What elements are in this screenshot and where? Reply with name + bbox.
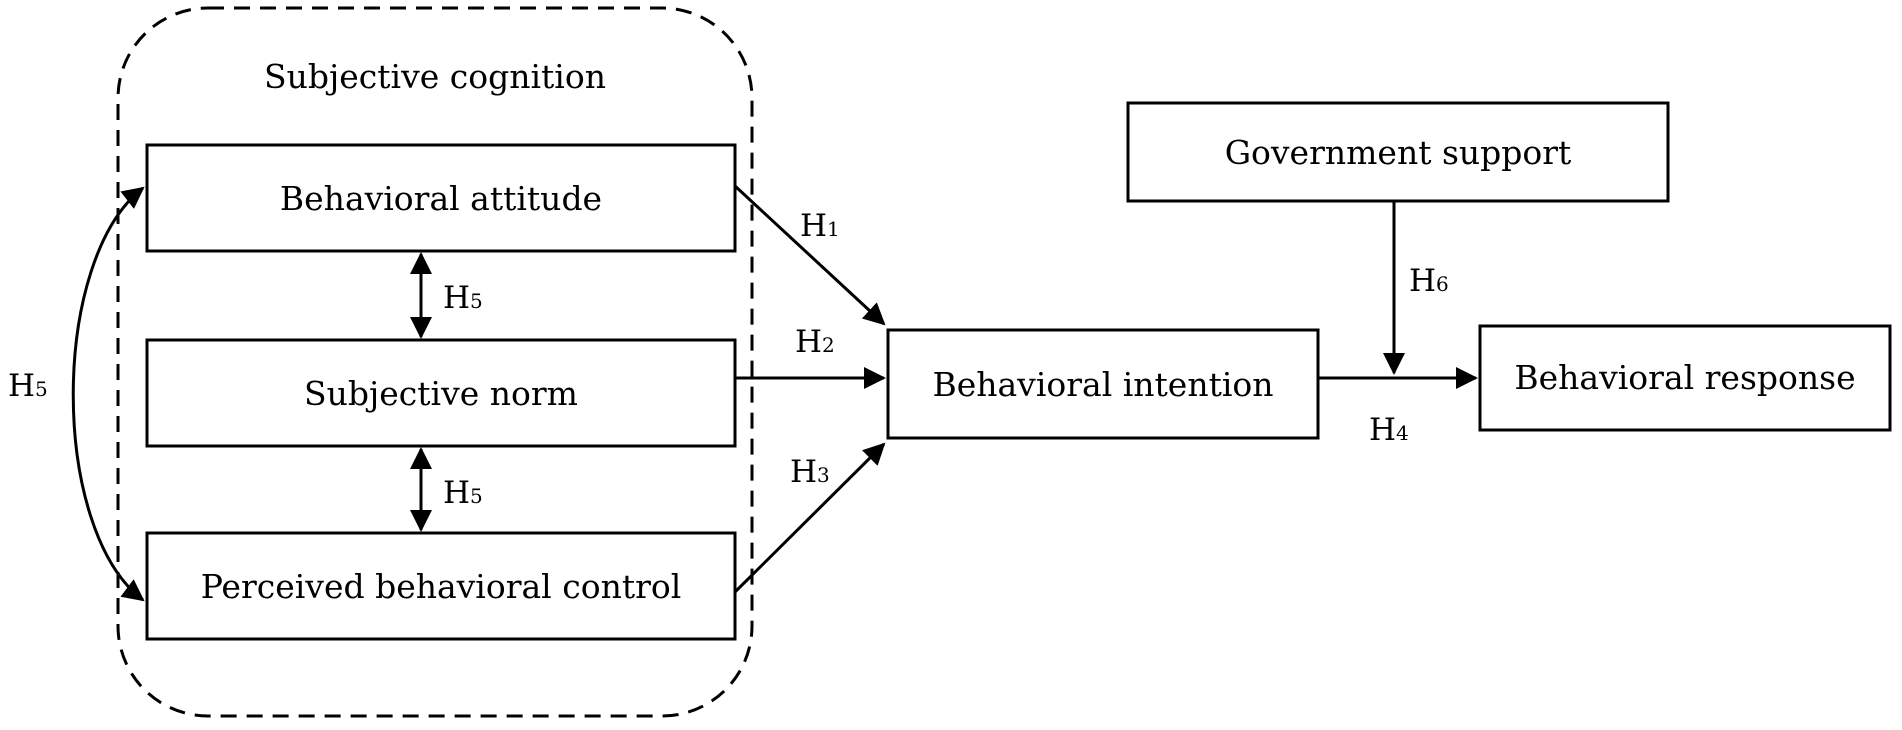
subjective-norm-box <box>145 338 737 448</box>
government-support-label: Government support <box>1225 133 1572 172</box>
subjective-norm-label: Subjective norm <box>304 374 578 413</box>
label-h6: H6 <box>1409 263 1449 299</box>
perceived-behavioral-control-label: Perceived behavioral control <box>201 567 682 606</box>
perceived-behavioral-control-box <box>145 531 737 641</box>
behavioral-response-label: Behavioral response <box>1514 358 1855 397</box>
label-h3: H3 <box>790 454 830 490</box>
behavioral-intention-box <box>886 328 1320 440</box>
label-h2: H2 <box>795 324 835 360</box>
behavioral-attitude-label: Behavioral attitude <box>280 179 602 218</box>
subjective-cognition-group <box>116 6 754 718</box>
curved-arrow-attitude-control <box>71 186 145 602</box>
label-h4: H4 <box>1369 412 1409 448</box>
label-h5-upper: H5 <box>443 280 483 316</box>
label-h1: H1 <box>800 208 840 244</box>
government-support-box <box>1126 101 1670 203</box>
group-title: Subjective cognition <box>264 57 606 96</box>
behavioral-attitude-box <box>145 143 737 253</box>
arrow-h3 <box>733 442 886 594</box>
behavioral-intention-label: Behavioral intention <box>932 365 1273 404</box>
label-h5-lower: H5 <box>443 475 483 511</box>
arrow-h1 <box>733 184 886 326</box>
behavioral-response-box <box>1478 324 1892 432</box>
label-h5-left: H5 <box>8 368 48 404</box>
